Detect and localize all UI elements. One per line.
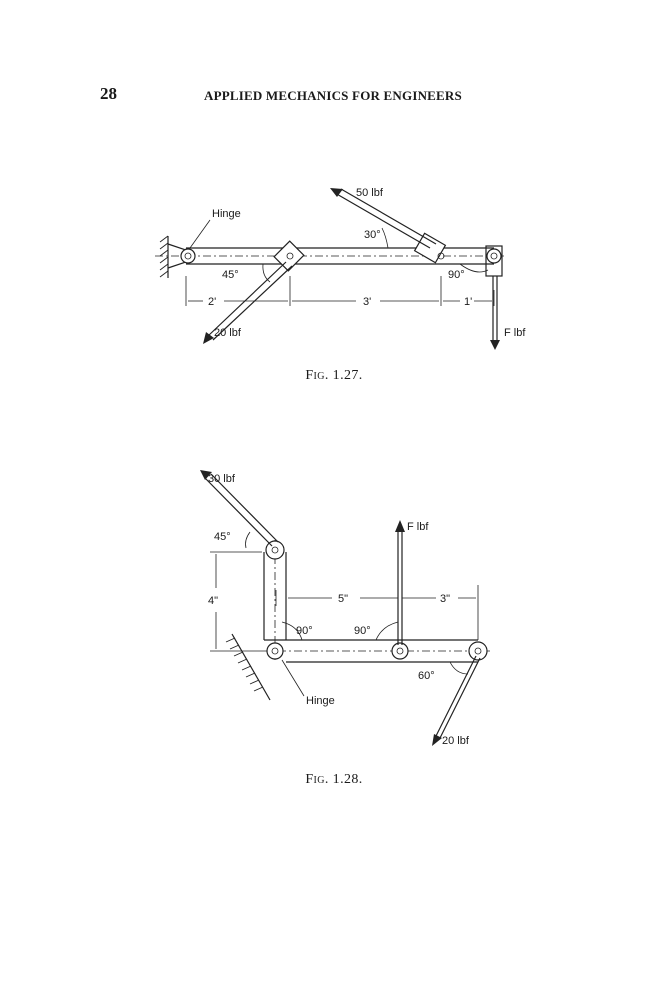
force-20-bottom-arrow xyxy=(432,655,481,746)
running-title: APPLIED MECHANICS FOR ENGINEERS xyxy=(204,88,462,103)
horizontal-bar xyxy=(262,639,490,663)
force-50-label: 50 lbf xyxy=(356,187,384,199)
hinge-label: Hinge xyxy=(212,208,241,220)
collar-left xyxy=(273,240,305,272)
dim-3-label: 3' xyxy=(363,296,371,308)
force-20-left-arrow xyxy=(203,261,293,344)
end-pin xyxy=(468,641,488,661)
figure-1-28-caption: Fig. 1.28. xyxy=(0,772,668,788)
caption-prefix: Fig. xyxy=(305,368,329,383)
figure-1-28: 30 lbf 45° F lbf 4" 5" 3" 90° 90° 60° Hi… xyxy=(0,460,668,760)
force-f-label: F lbf xyxy=(504,327,526,339)
end-pin xyxy=(486,248,502,264)
angle-60-label: 60° xyxy=(418,670,435,682)
lever-bar xyxy=(155,247,506,265)
dim-1-label: 1' xyxy=(464,296,472,308)
caption-number: 1.27. xyxy=(332,368,363,383)
angle-arc-60 xyxy=(449,661,469,675)
angle-45-label: 45° xyxy=(214,531,231,543)
hinge-pin xyxy=(266,642,284,660)
force-50-arrow xyxy=(330,188,437,249)
end-link xyxy=(485,245,503,277)
vertical-arm xyxy=(263,540,287,662)
dim-3-label: 3" xyxy=(440,593,450,605)
caption-number: 1.28. xyxy=(332,772,363,787)
angle-45-label: 45° xyxy=(222,269,239,281)
dimension-lines xyxy=(210,551,479,652)
force-20-label: 20 lbf xyxy=(442,735,470,747)
force-f-label: F lbf xyxy=(407,521,429,533)
angle-arc-45 xyxy=(245,531,251,549)
force-f-arrow xyxy=(490,276,500,350)
hinge-pin xyxy=(180,248,196,264)
dim-5-label: 5" xyxy=(338,593,348,605)
angle-90-left-label: 90° xyxy=(296,625,313,637)
fixed-wall xyxy=(159,235,169,278)
mid-pin xyxy=(391,642,409,660)
angle-30-label: 30° xyxy=(364,229,381,241)
caption-prefix: Fig. xyxy=(305,772,329,787)
dim-2-label: 2' xyxy=(208,296,216,308)
angle-arc-90-left xyxy=(281,621,303,641)
angle-90-mid-label: 90° xyxy=(354,625,371,637)
angle-arc-90 xyxy=(459,263,489,273)
hinge-leader xyxy=(189,219,211,249)
figure-1-27: Hinge 50 lbf 30° 45° 90° 2' 3' 1' 20 lbf… xyxy=(0,170,668,370)
hinge-leader xyxy=(281,659,305,697)
figure-1-27-diagram: Hinge 50 lbf 30° 45° 90° 2' 3' 1' 20 lbf… xyxy=(155,187,526,350)
figure-1-28-diagram: 30 lbf 45° F lbf 4" 5" 3" 90° 90° 60° Hi… xyxy=(200,470,490,747)
force-30-label: 30 lbf xyxy=(208,473,236,485)
hinge-label: Hinge xyxy=(306,695,335,707)
dimension-lines xyxy=(185,276,495,306)
angle-arc-90-mid xyxy=(375,621,399,641)
inclined-wall xyxy=(225,633,271,701)
figure-1-27-caption: Fig. 1.27. xyxy=(0,368,668,384)
force-20-label: 20 lbf xyxy=(214,327,242,339)
top-pin xyxy=(265,540,285,560)
page-number: 28 xyxy=(100,84,117,103)
force-f-vertical-arrow xyxy=(395,520,405,645)
angle-90-label: 90° xyxy=(448,269,465,281)
dim-4-label: 4" xyxy=(208,595,218,607)
force-30-arrow xyxy=(200,470,279,547)
angle-arc-45 xyxy=(262,263,271,283)
angle-arc-30 xyxy=(381,227,389,249)
